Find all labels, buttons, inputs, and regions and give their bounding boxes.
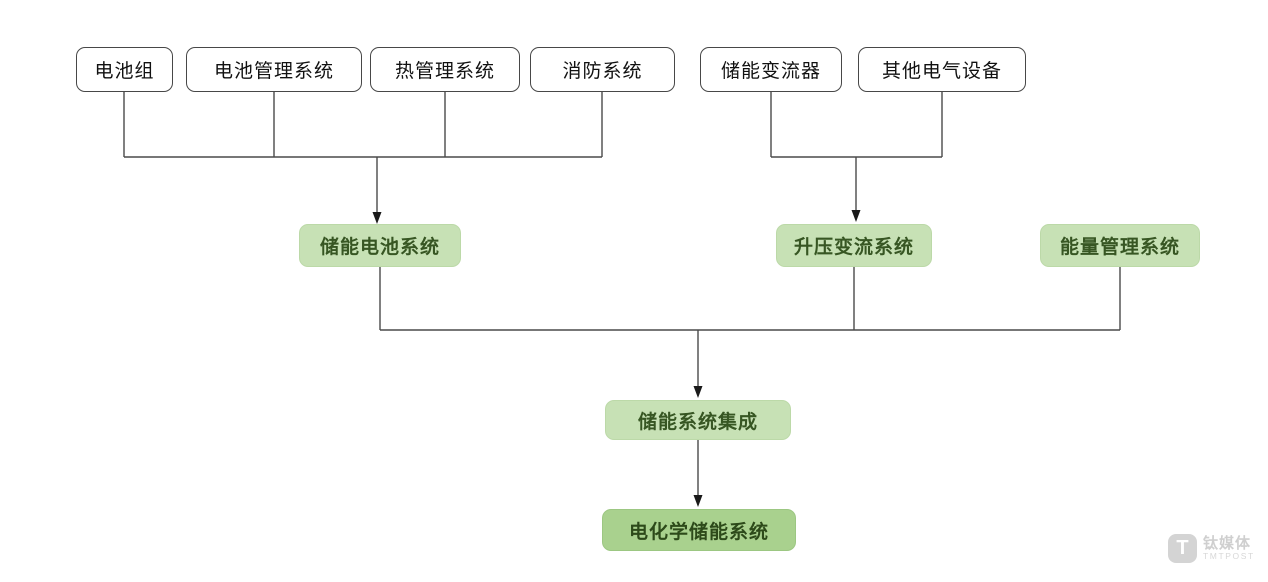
node-energy-management-system: 能量管理系统 [1040, 224, 1200, 267]
right-bus-lines [770, 92, 943, 211]
node-storage-converter: 储能变流器 [700, 47, 842, 92]
tmtpost-logo-icon: T [1168, 534, 1197, 563]
tier2-bus-lines [379, 267, 1121, 496]
node-fire-protection-system: 消防系统 [530, 47, 675, 92]
left-bus-lines [123, 92, 603, 213]
node-other-electrical-equipment: 其他电气设备 [858, 47, 1026, 92]
node-storage-system-integration: 储能系统集成 [605, 400, 791, 440]
node-boost-converter-system: 升压变流系统 [776, 224, 932, 267]
watermark-brand-en: TMTPOST [1203, 550, 1255, 561]
node-storage-battery-system: 储能电池系统 [299, 224, 461, 267]
node-battery-management-system: 电池管理系统 [186, 47, 362, 92]
node-thermal-management-system: 热管理系统 [370, 47, 520, 92]
tmtpost-watermark: T 钛媒体 TMTPOST [1168, 534, 1255, 563]
node-electrochemical-storage-system: 电化学储能系统 [602, 509, 796, 551]
tmtpost-watermark-text: 钛媒体 TMTPOST [1203, 536, 1255, 561]
node-battery-pack: 电池组 [76, 47, 173, 92]
watermark-brand-cn: 钛媒体 [1203, 535, 1252, 553]
